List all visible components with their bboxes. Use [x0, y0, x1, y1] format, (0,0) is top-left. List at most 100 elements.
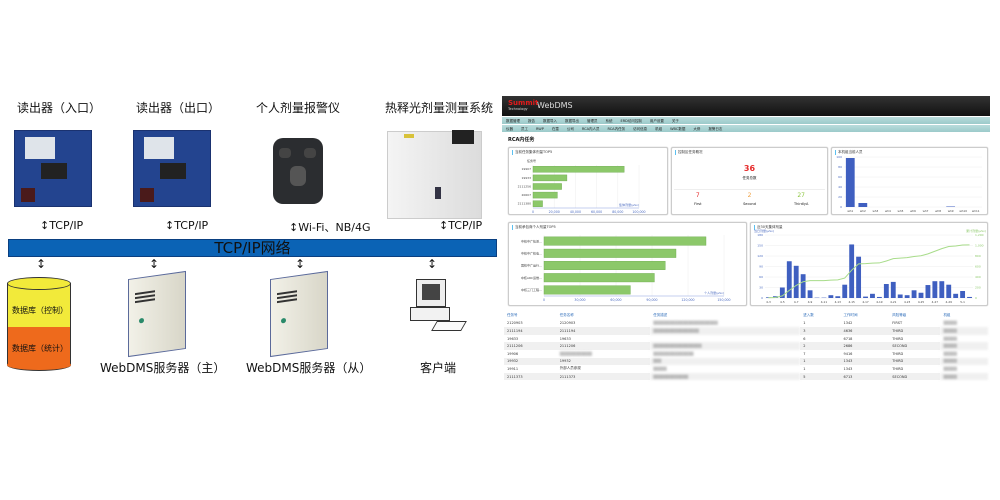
column-header[interactable]: 风险等级	[892, 313, 907, 318]
main-menu-item[interactable]: 数据导入	[543, 118, 557, 123]
risk-level-label: First	[694, 202, 702, 206]
table-cell: ▒▒▒▒▒▒▒▒▒▒▒▒▒	[650, 372, 801, 381]
right-tick-label: 1,000	[975, 244, 984, 248]
device-label-tld-system: 热释光剂量测量系统	[385, 101, 494, 115]
sub-menu-item[interactable]: 仪器	[506, 126, 513, 131]
table-cell: 19906	[507, 351, 519, 356]
main-menu-item[interactable]: 系统	[605, 118, 613, 123]
table-cell: 19633	[559, 336, 571, 341]
y-tick-label: 0	[840, 205, 842, 209]
table-cell: 2111373	[556, 372, 651, 381]
sub-menu-item[interactable]: 员工	[521, 126, 528, 131]
bar	[793, 265, 799, 298]
x-tick-label: 4-27	[932, 300, 939, 304]
column-header[interactable]: 任务号	[507, 313, 518, 318]
column-header[interactable]: 进入数	[803, 313, 814, 318]
sub-menu-item[interactable]: RWP	[536, 126, 544, 131]
main-menu-item[interactable]: 用户设置	[649, 118, 664, 123]
table-cell: 19932	[504, 357, 557, 366]
bar	[953, 293, 959, 298]
x-tick-label: wh1	[847, 209, 853, 213]
column-header[interactable]: 工作时间	[843, 313, 858, 318]
cumulative-line	[768, 244, 970, 299]
sub-menu-item[interactable]: RCA内任务	[607, 126, 626, 131]
bar	[876, 296, 882, 298]
main-menu-item[interactable]: 关于	[671, 118, 679, 123]
main-menu-item[interactable]: 报告	[528, 118, 535, 123]
bar	[532, 200, 543, 207]
bidirectional-arrow-icon: ↕	[36, 257, 47, 271]
sub-menu-item[interactable]: 访问信息	[633, 126, 648, 131]
bar	[967, 296, 972, 298]
y-tick-label: 100	[836, 155, 842, 159]
main-menu-item[interactable]: 数据管理	[506, 118, 520, 123]
table-cell: 1	[803, 321, 806, 326]
bar	[543, 273, 655, 283]
table-cell: 外部人员参观	[559, 366, 581, 371]
left-tick-label: 90	[759, 265, 763, 269]
reader-entry-image	[14, 130, 92, 207]
bidirectional-arrow-icon: ↕	[289, 221, 299, 234]
table-cell: 2111206	[504, 342, 557, 350]
table-cell: ▒▒▒▒▒	[940, 357, 988, 366]
x-tick-label: wh8	[935, 209, 941, 213]
sub-menu-item[interactable]: 大修	[693, 126, 701, 131]
column-header[interactable]: 任务描述	[653, 313, 668, 318]
bar	[845, 158, 855, 207]
table-cell: ▒▒▒▒▒▒▒▒▒▒▒▒▒▒▒▒▒▒	[650, 342, 801, 350]
server-main-icon	[128, 270, 186, 358]
main-menu-item[interactable]: 管理员	[587, 118, 598, 123]
bar	[858, 203, 868, 207]
sub-menu-item[interactable]: 报警日志	[708, 126, 723, 131]
sub-menu-item[interactable]: WBC数据	[670, 126, 686, 131]
bidirectional-arrow-icon: ↕	[40, 219, 50, 232]
table-cell: ▒▒▒▒▒	[943, 336, 957, 341]
bar	[835, 296, 841, 298]
table-cell: ▒▒▒▒▒▒▒▒▒▒▒▒▒▒▒	[653, 351, 694, 356]
x-tick-label: wh4	[885, 209, 891, 213]
column-header[interactable]: 任务名称	[559, 313, 574, 318]
risk-level-count: 7	[695, 192, 700, 199]
database-control-label: 数据库（控制）	[12, 306, 68, 315]
table-cell: 2120903	[559, 321, 576, 326]
table-cell: 2111373	[504, 372, 557, 381]
bar	[532, 183, 562, 190]
left-tick-label: 30	[759, 286, 763, 290]
main-menu-item[interactable]: 数据导出	[565, 118, 579, 123]
sub-menu-item[interactable]: 机组	[655, 126, 663, 131]
y-axis-label: 任务号	[527, 158, 536, 163]
main-menu-item[interactable]: ERD访问控制	[620, 118, 642, 123]
bidirectional-arrow-icon: ↕	[295, 257, 306, 271]
page-title: RCA内任务	[508, 137, 535, 143]
protocol-label: TCP/IP	[49, 219, 84, 232]
x-tick-label: 150,000	[717, 298, 730, 302]
protocol-reader-exit: ↕TCP/IP	[165, 219, 208, 232]
client-computer-icon	[408, 275, 468, 335]
column-header[interactable]: 机组	[943, 313, 951, 318]
category-label: 国核中广运行…	[521, 263, 542, 268]
server-slave-icon	[270, 270, 328, 358]
y-tick-label: 60	[838, 175, 842, 179]
webdms-dashboard-screenshot: Summit Technology WebDMS 数据管理报告数据导入数据导出管…	[502, 96, 990, 382]
sub-menu-item[interactable]: 公司	[566, 126, 574, 131]
sub-menu-item[interactable]: 在童	[551, 126, 559, 131]
x-tick-label: 100,000	[632, 210, 645, 214]
x-tick-label: 0	[532, 210, 534, 214]
bar	[883, 284, 889, 298]
y-tick-label: 40	[838, 185, 842, 189]
sub-menu-item[interactable]: RCA内人员	[581, 126, 600, 131]
table-cell: ▒▒▒▒▒▒▒▒▒▒▒▒	[559, 351, 593, 356]
